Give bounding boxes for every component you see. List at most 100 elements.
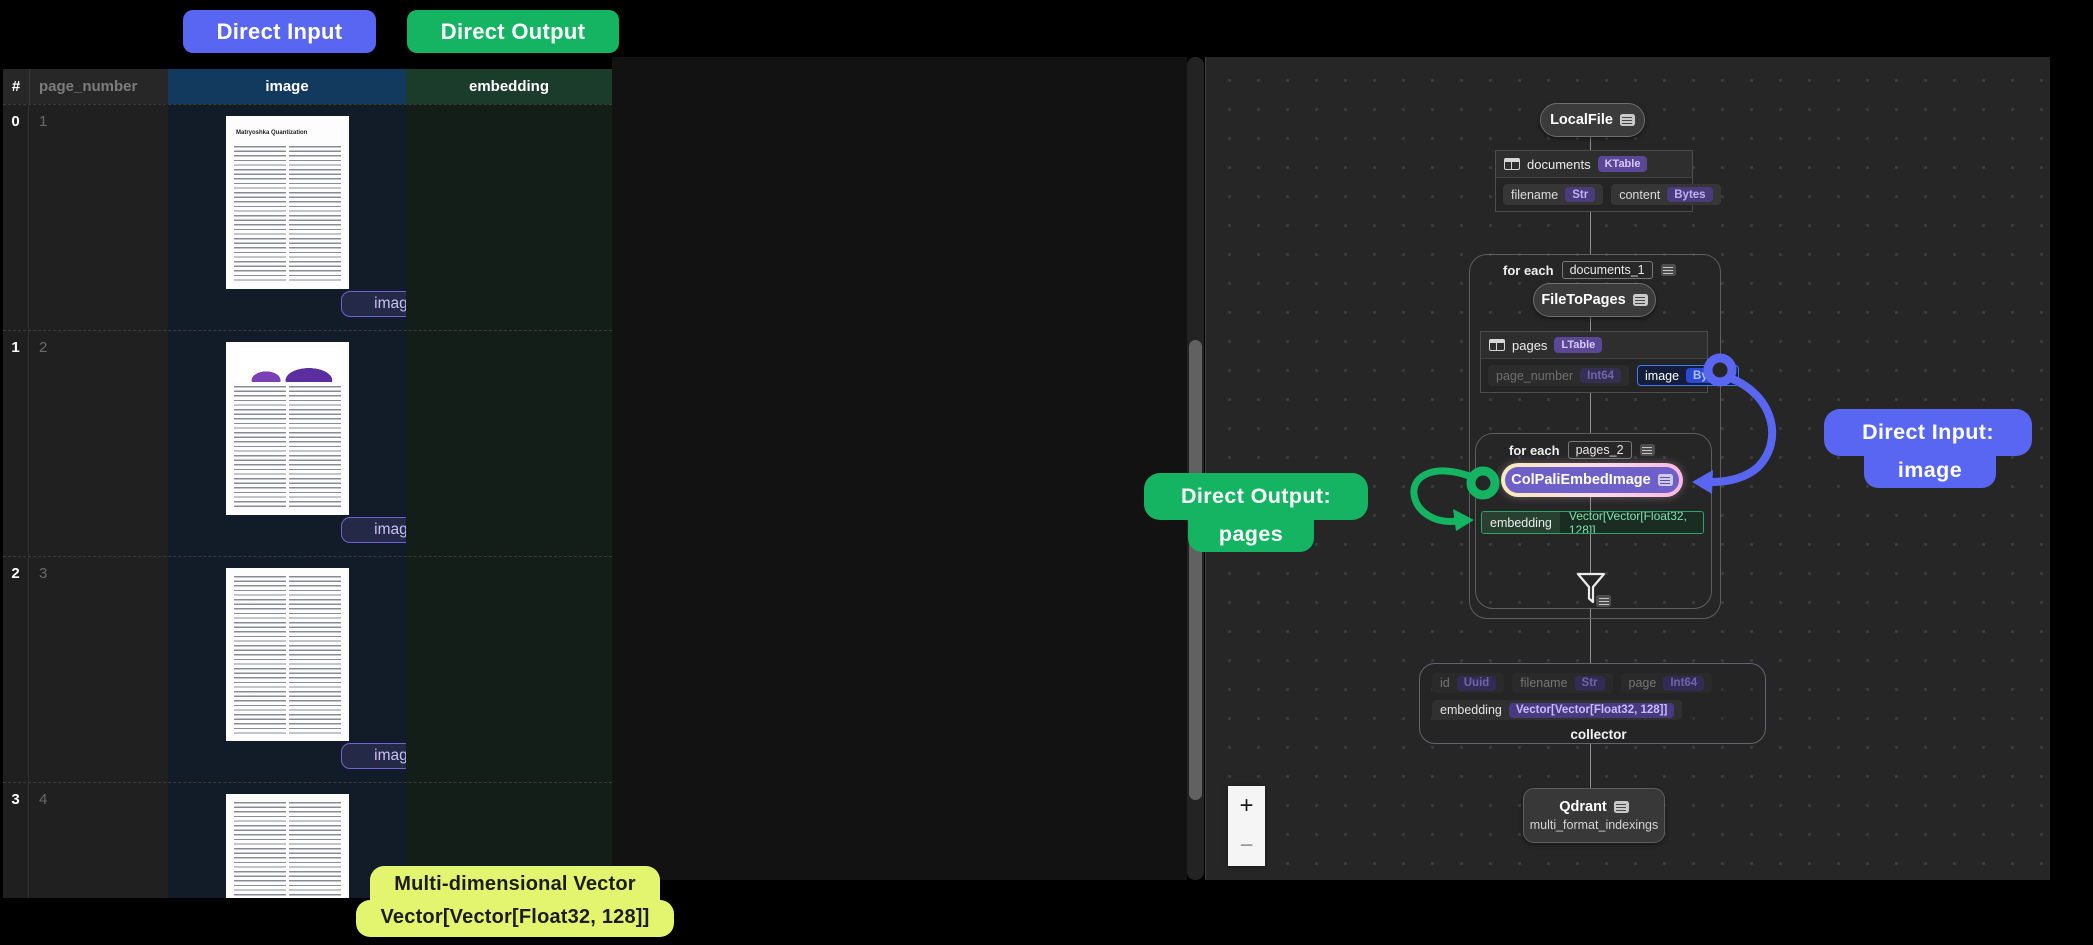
node-colpali-embed-image[interactable]: ColPaliEmbedImage (1501, 463, 1683, 497)
page-thumbnail[interactable]: Matryoshka Quantization (226, 116, 349, 289)
page-thumbnail[interactable] (226, 568, 349, 741)
page-thumbnail[interactable] (226, 794, 349, 898)
image-cell[interactable]: image/png: 2481x3508 (168, 331, 565, 557)
column-header-embedding[interactable]: embedding (406, 69, 612, 104)
vertical-scrollbar[interactable] (1187, 57, 1204, 880)
thumbnail-text-lines (289, 386, 341, 509)
type-badge: Int64 (1580, 368, 1621, 383)
thumbnail-text-lines (234, 802, 286, 898)
column-header-page-number[interactable]: page_number (30, 69, 168, 104)
table-row[interactable]: 3 4 1,031×128 elements (3, 782, 612, 898)
embedding-cell[interactable]: 1,031×128 elements (406, 557, 612, 783)
table-name: pages (1512, 337, 1548, 353)
foreach-pages-header: for each pages_2 (1509, 441, 1655, 459)
zoom-out-button[interactable]: − (1228, 826, 1265, 866)
node-localfile[interactable]: LocalFile (1540, 103, 1645, 137)
row-index: 3 (3, 783, 29, 898)
edge-pages-foreach (1589, 390, 1591, 433)
thumbnail-text-lines (234, 146, 286, 283)
type-badge: Str (1565, 187, 1596, 202)
log-icon[interactable] (1660, 264, 1676, 276)
embedding-cell[interactable]: 1,031×128 elements (406, 105, 612, 331)
zoom-in-button[interactable]: + (1228, 786, 1265, 826)
table-kind-badge: LTable (1554, 337, 1603, 353)
collector-field-page[interactable]: page Int64 (1620, 673, 1713, 693)
edge-documents-foreach (1589, 208, 1591, 254)
collector-field-filename[interactable]: filename Str (1512, 673, 1613, 693)
type-badge: Vector[Vector[Float32, 128]] (1508, 702, 1675, 718)
node-title: ColPaliEmbedImage (1511, 472, 1651, 488)
row-index: 0 (3, 105, 29, 331)
table-header-row: # page_number image embedding (3, 69, 612, 104)
thumbnail-figure (234, 348, 341, 382)
table-row[interactable]: 0 1 Matryoshka Quantization image/png: 2… (3, 104, 612, 331)
image-cell[interactable]: Matryoshka Quantization image/png: 2481x… (168, 105, 565, 331)
table-row[interactable]: 1 2 image/png: 2481x3508 1,031×128 eleme… (3, 330, 612, 557)
page-number-cell: 1 (30, 105, 168, 331)
log-icon[interactable] (1639, 444, 1655, 456)
page-thumbnail[interactable] (226, 342, 349, 515)
type-badge: Bytes (1667, 187, 1713, 202)
table-row[interactable]: 2 3 image/png: 2481x3508 1,031×128 eleme… (3, 556, 612, 783)
filter-log-icon[interactable] (1596, 595, 1611, 607)
thumbnail-text-lines (289, 576, 341, 735)
thumbnail-text-lines (234, 576, 286, 735)
table-kind-badge: KTable (1597, 156, 1648, 172)
column-header-image[interactable]: image (168, 69, 406, 104)
type-badge: Int64 (1663, 675, 1705, 691)
node-log-icon[interactable] (1657, 474, 1673, 486)
filter-funnel-icon[interactable] (1575, 571, 1607, 607)
pages-table-header: pages LTable (1481, 332, 1707, 359)
callout-direct-output-pages: Direct Output: pages (1144, 473, 1368, 552)
collector-field-id[interactable]: id Uuid (1432, 673, 1505, 693)
edge-embedding-filter (1589, 534, 1591, 573)
field-image-highlighted[interactable]: image Bytes (1637, 365, 1740, 386)
page-number-cell: 3 (30, 557, 168, 783)
pages-table[interactable]: pages LTable page_number Int64 image Byt… (1480, 331, 1740, 393)
field-page-number[interactable]: page_number Int64 (1488, 365, 1629, 386)
node-qdrant[interactable]: Qdrant multi_format_indexings (1523, 788, 1665, 843)
collector-field-embedding[interactable]: embedding Vector[Vector[Float32, 128]] (1432, 700, 1683, 720)
foreach-scope[interactable]: documents_1 (1561, 261, 1653, 279)
node-log-icon[interactable] (1619, 114, 1635, 126)
foreach-documents-header: for each documents_1 (1503, 261, 1676, 279)
callout-multidimensional-vector: Multi-dimensional Vector Vector[Vector[F… (356, 866, 674, 937)
edge-colpali-embedding (1589, 497, 1591, 511)
thumbnail-title: Matryoshka Quantization (236, 130, 308, 136)
edge-collector-qdrant (1589, 744, 1591, 788)
collector-label: collector (1570, 727, 1627, 742)
vector-type: Vector[Vector[Float32, 128]] (1568, 511, 1687, 534)
field-content[interactable]: content Bytes (1611, 184, 1721, 205)
image-cell[interactable] (168, 783, 406, 898)
table-icon (1504, 158, 1520, 170)
qdrant-collection-name: multi_format_indexings (1529, 818, 1659, 832)
field-embedding-output[interactable]: embedding Vector[Vector[Float32, 128]] (1481, 511, 1704, 534)
type-badge: Uuid (1456, 675, 1497, 691)
embedding-cell[interactable]: 1,031×128 elements (406, 331, 612, 557)
row-index: 2 (3, 557, 29, 783)
scrollbar-thumb[interactable] (1189, 340, 1202, 800)
node-title: FileToPages (1541, 292, 1626, 308)
edge-localfile-documents (1589, 135, 1591, 150)
foreach-pages-group[interactable] (1475, 433, 1712, 609)
foreach-scope[interactable]: pages_2 (1567, 441, 1632, 459)
page-number-cell: 2 (30, 331, 168, 557)
thumbnail-text-lines (289, 146, 341, 283)
node-log-icon[interactable] (1613, 801, 1629, 813)
node-title: LocalFile (1550, 112, 1613, 128)
node-filetopages[interactable]: FileToPages (1533, 283, 1656, 317)
collector-box[interactable]: id Uuid filename Str page Int64 embeddin… (1419, 663, 1766, 744)
edge-filter-collector (1589, 609, 1591, 663)
image-cell[interactable]: image/png: 2481x3508 (168, 557, 565, 783)
documents-table[interactable]: documents KTable filename Str content By… (1495, 150, 1721, 212)
thumbnail-text-lines (289, 802, 341, 898)
column-header-index[interactable]: # (3, 69, 30, 104)
direct-input-arrow (1708, 374, 1777, 486)
panel-gap (612, 57, 1187, 880)
node-log-icon[interactable] (1632, 294, 1648, 306)
node-title: Qdrant (1559, 799, 1607, 815)
callout-direct-input-image: Direct Input: image (1824, 409, 2032, 488)
field-filename[interactable]: filename Str (1503, 184, 1604, 205)
direct-output-arrow (1410, 467, 1476, 526)
